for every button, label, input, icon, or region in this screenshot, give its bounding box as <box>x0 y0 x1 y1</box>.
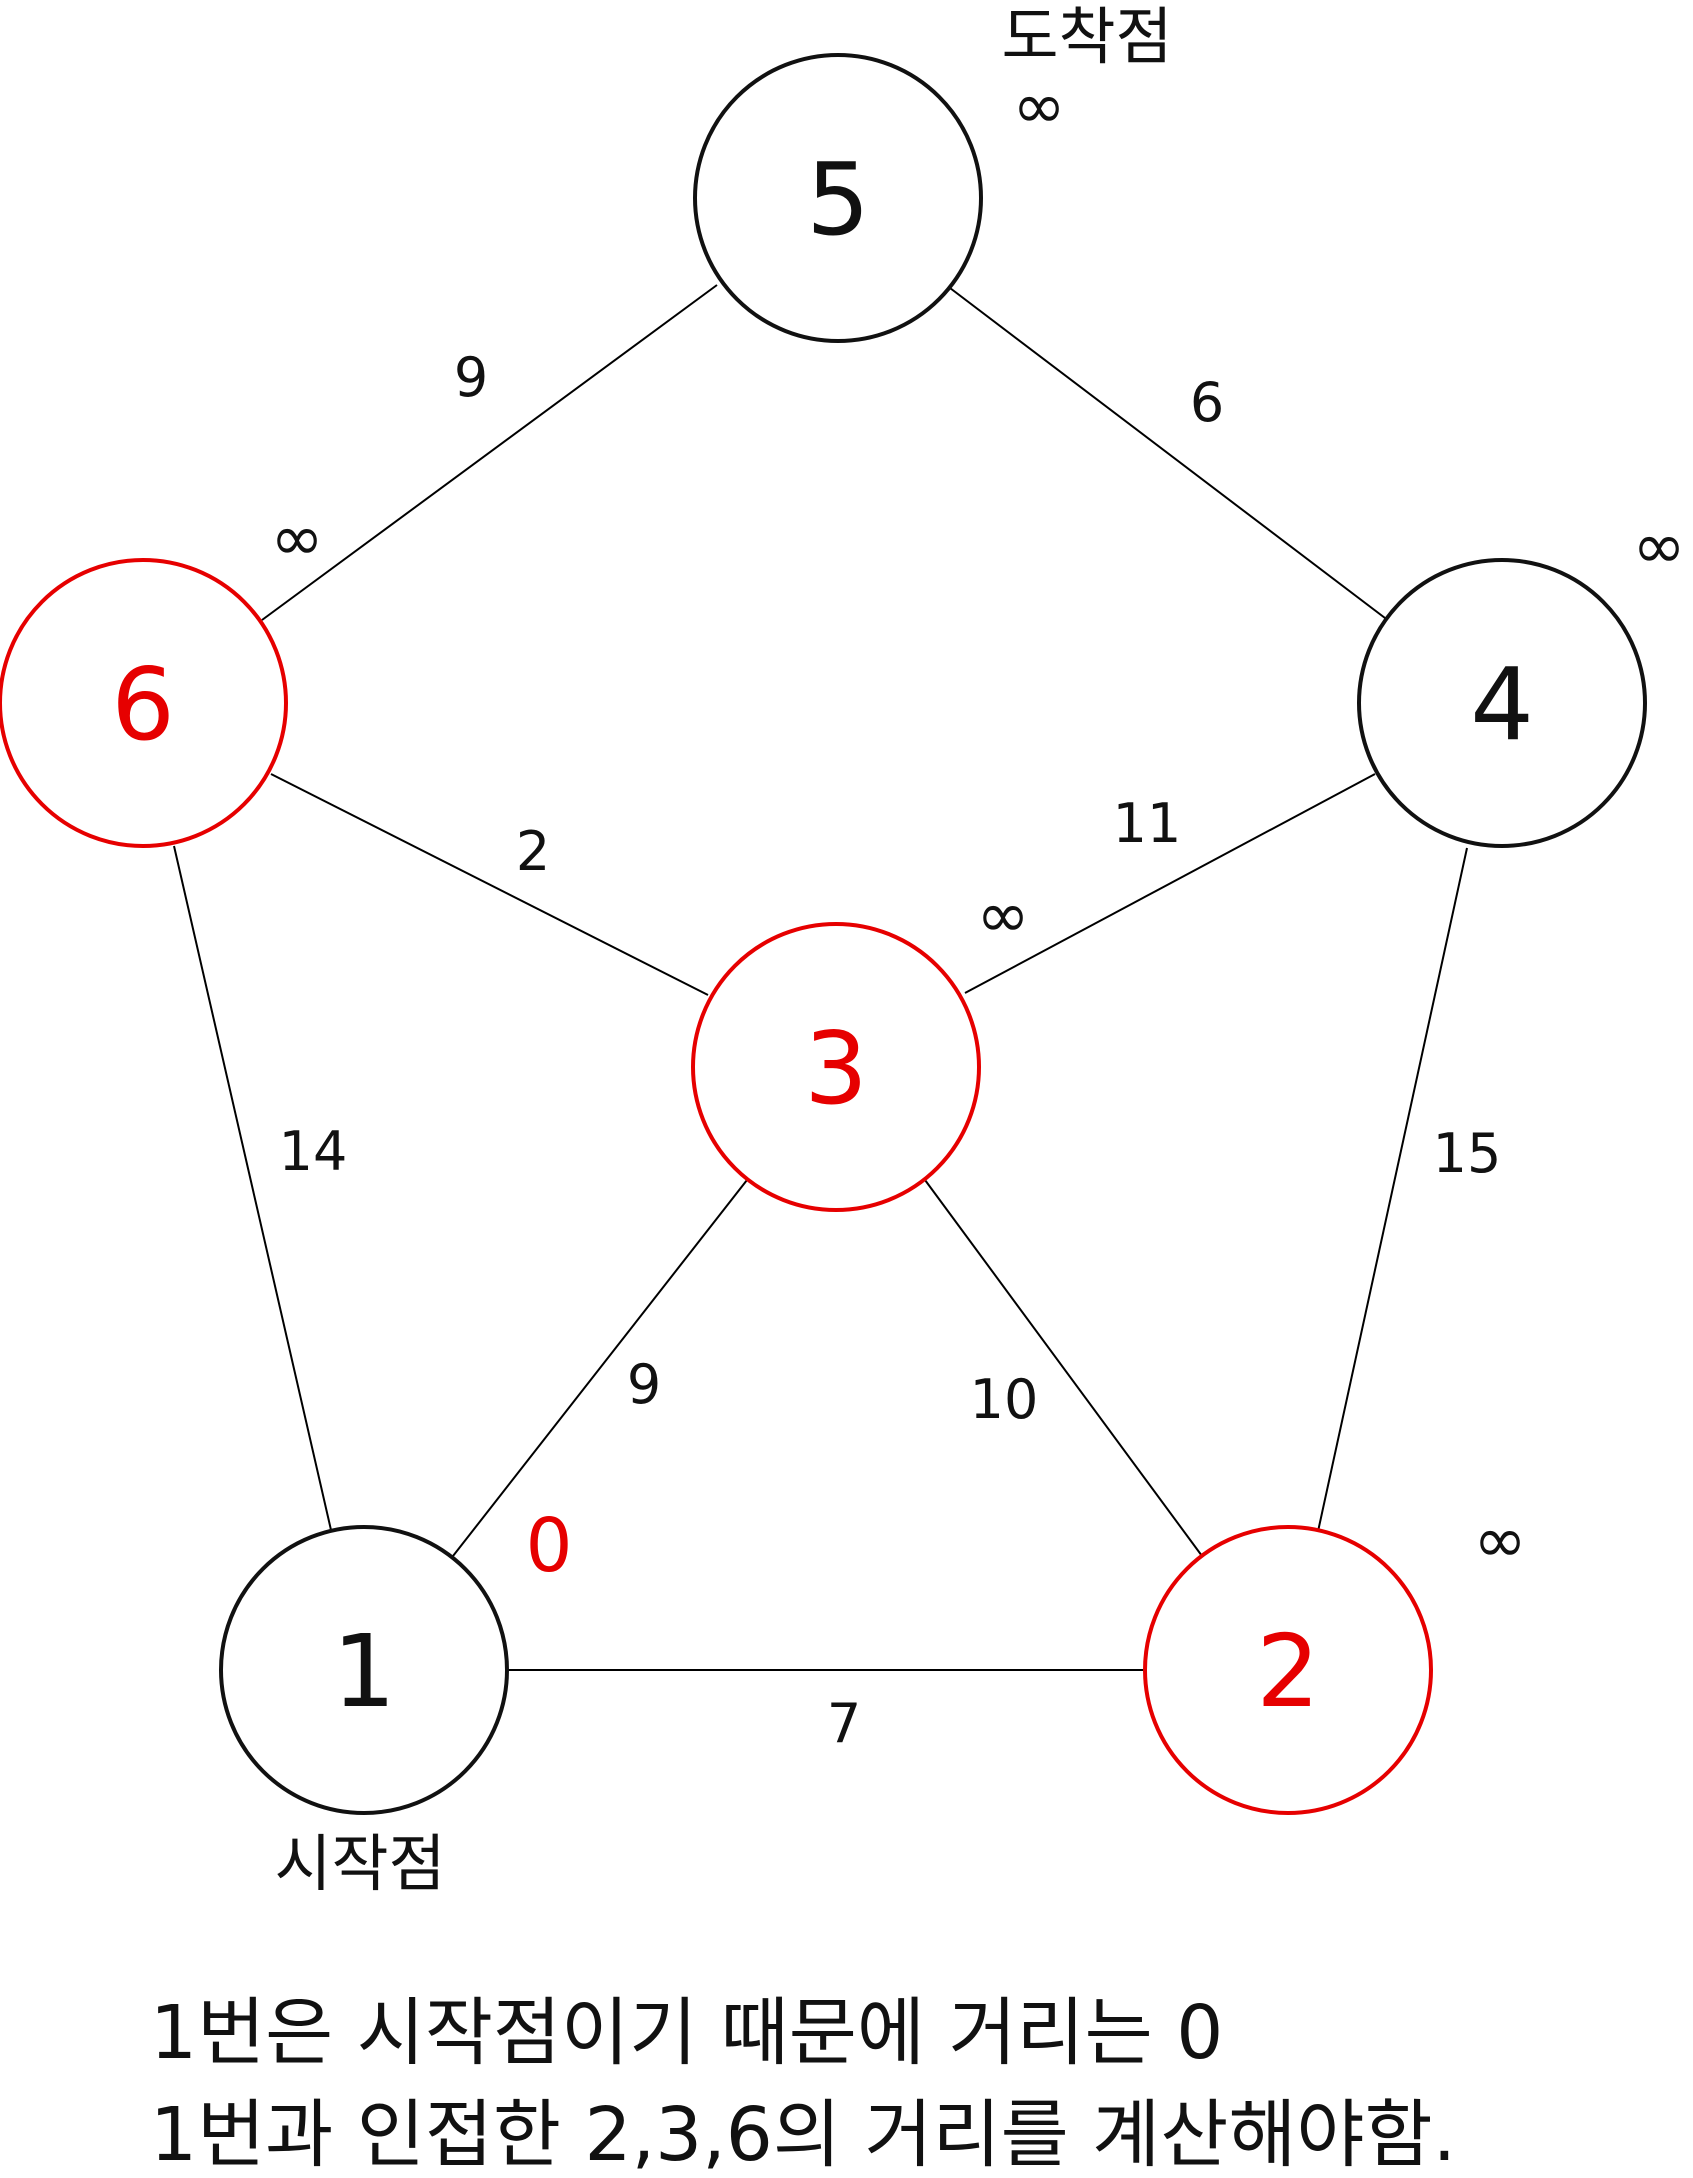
node-2-label: 2 <box>1256 1613 1320 1730</box>
weight-3-4: 11 <box>1113 792 1182 855</box>
node-1-circle <box>219 1525 509 1815</box>
edge-3-4 <box>964 773 1376 994</box>
weight-2-4: 15 <box>1433 1122 1502 1185</box>
node-4-circle <box>1357 558 1647 848</box>
node-4-label: 4 <box>1470 646 1534 763</box>
node-3: 3 <box>691 922 981 1212</box>
caption-line-2: 1번과 인접한 2,3,6의 거리를 계산해야함. <box>150 2092 1457 2178</box>
node-5-label: 5 <box>806 141 870 258</box>
weight-5-6: 9 <box>454 346 488 409</box>
end-label: 도착점 <box>1001 0 1172 73</box>
node-6-label: 6 <box>111 646 175 763</box>
node-2: 2 <box>1143 1525 1433 1815</box>
node-3-label: 3 <box>804 1010 868 1127</box>
edge-3-6 <box>270 773 709 996</box>
edge-1-3 <box>452 1179 748 1557</box>
edge-5-6 <box>261 284 718 621</box>
node-5: 5 <box>693 53 983 343</box>
node-6-circle <box>0 558 288 848</box>
distance-node-1: 0 <box>525 1503 572 1589</box>
start-label: 시작점 <box>274 1827 445 1900</box>
edge-1-6 <box>173 845 332 1531</box>
distance-node-5: ∞ <box>1012 70 1065 144</box>
edge-2-3 <box>924 1179 1203 1557</box>
node-2-circle <box>1143 1525 1433 1815</box>
node-5-circle <box>693 53 983 343</box>
weight-3-6: 2 <box>516 820 550 883</box>
distance-node-3: ∞ <box>976 879 1029 953</box>
node-3-circle <box>691 922 981 1212</box>
weight-1-6: 14 <box>279 1120 348 1183</box>
weight-2-3: 10 <box>970 1368 1039 1431</box>
node-6: 6 <box>0 558 288 848</box>
distance-node-2: ∞ <box>1473 1504 1526 1578</box>
edge-2-4 <box>1316 847 1468 1537</box>
node-4: 4 <box>1357 558 1647 848</box>
weight-4-5: 6 <box>1190 371 1224 434</box>
distance-node-4: ∞ <box>1632 510 1685 584</box>
edge-4-5 <box>949 287 1386 619</box>
caption-line-1: 1번은 시작점이기 때문에 거리는 0 <box>150 1990 1224 2076</box>
node-1: 1 <box>219 1525 509 1815</box>
node-1-label: 1 <box>332 1613 396 1730</box>
weight-1-3: 9 <box>627 1353 661 1416</box>
distance-node-6: ∞ <box>270 502 323 576</box>
weight-1-2: 7 <box>827 1692 861 1755</box>
